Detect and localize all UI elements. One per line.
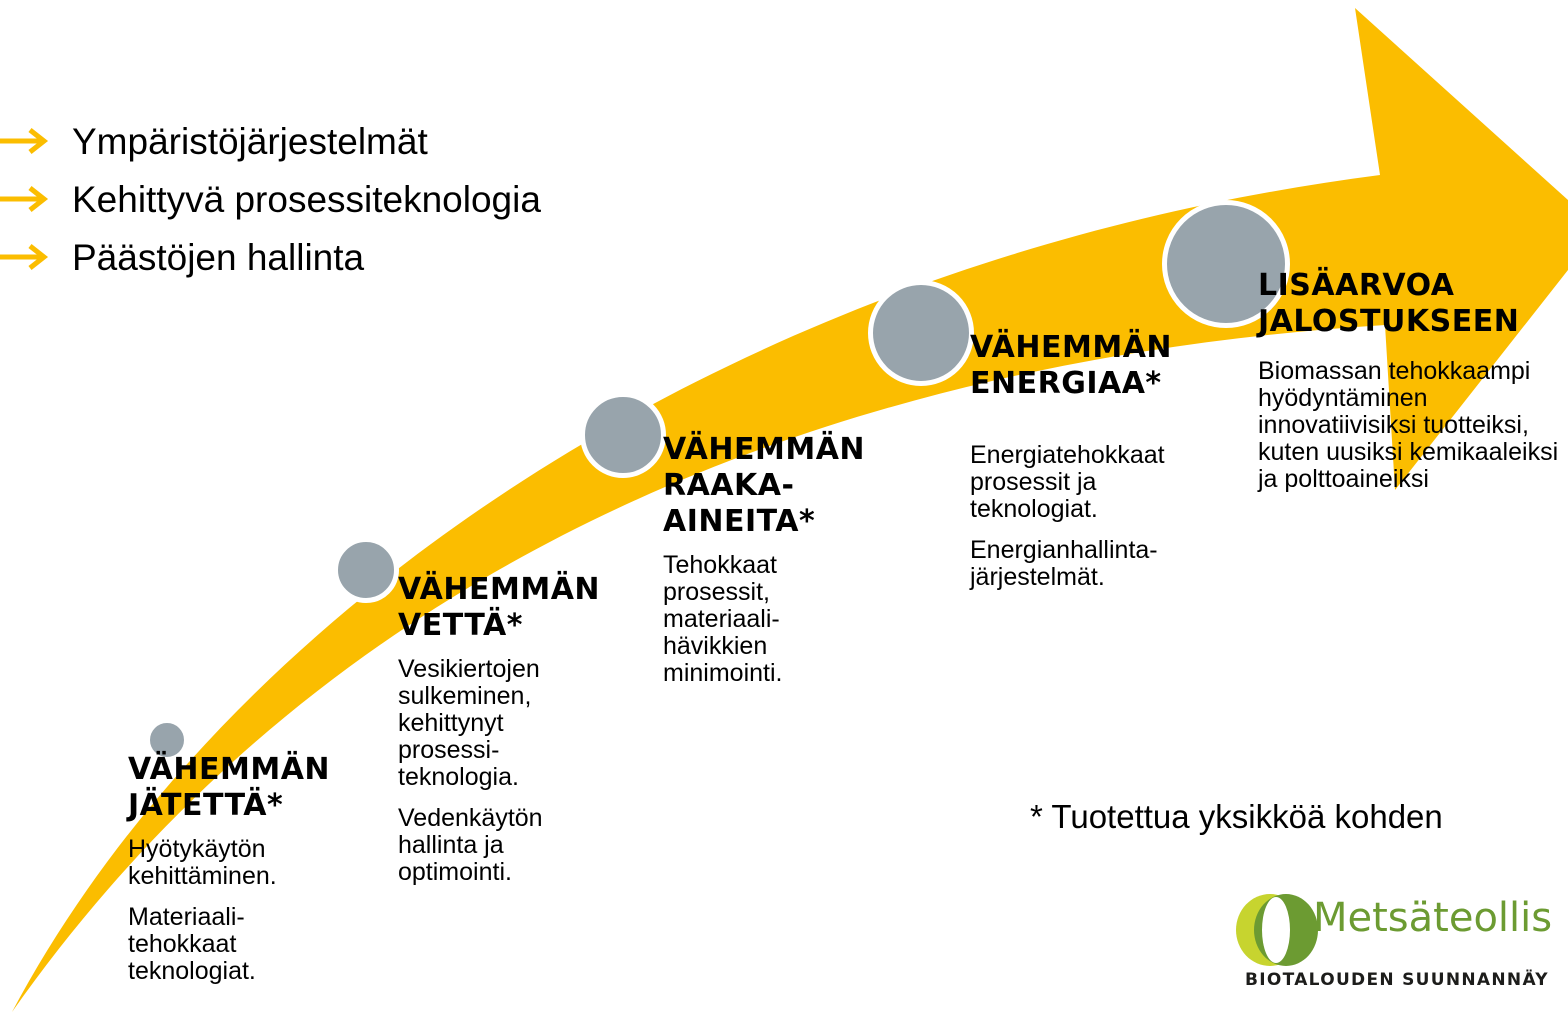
- milestone-dot-3: [580, 392, 666, 478]
- bullet-text: Kehittyvä prosessiteknologia: [72, 178, 541, 220]
- stage-title: VÄHEMMÄN VETTÄ*: [398, 572, 601, 643]
- stage-less-raw-materials: VÄHEMMÄN RAAKA- AINEITA* Tehokkaat prose…: [663, 432, 893, 701]
- milestone-dot-1: [145, 718, 189, 762]
- stage-description: Energiatehokkaat prosessit ja teknologia…: [970, 441, 1165, 591]
- bullet-text: Päästöjen hallinta: [72, 236, 365, 278]
- footnote: * Tuotettua yksikköä kohden: [1030, 798, 1443, 835]
- stage-title: VÄHEMMÄN RAAKA- AINEITA*: [663, 432, 866, 539]
- metsateollisuus-logo-icon: [1236, 894, 1318, 966]
- stage-title: VÄHEMMÄN ENERGIAA*: [970, 330, 1173, 401]
- milestone-dot-5: [1162, 200, 1290, 328]
- stage-title: VÄHEMMÄN JÄTETTÄ*: [128, 752, 331, 823]
- milestone-dot-2: [333, 537, 399, 603]
- arrow-right-icon: [0, 244, 49, 270]
- logo-tagline: BIOTALOUDEN SUUNNANNÄY: [1245, 970, 1549, 990]
- bullet-text: Ympäristöjärjestelmät: [72, 120, 428, 162]
- arrow-right-icon: [0, 186, 49, 212]
- stage-description: Hyötykäytön kehittäminen. Materiaali-teh…: [128, 835, 277, 985]
- milestone-dot-4: [868, 280, 974, 386]
- bullet-list: Ympäristöjärjestelmät Kehittyvä prosessi…: [0, 112, 541, 286]
- stage-title: LISÄARVOA JALOSTUKSEEN: [1258, 268, 1520, 339]
- stage-description: Vesikiertojen sulkeminen, kehittynyt pro…: [398, 655, 543, 886]
- stage-less-energy: VÄHEMMÄN ENERGIAA* Energiatehokkaat pros…: [970, 330, 1200, 605]
- stage-less-water: VÄHEMMÄN VETTÄ* Vesikiertojen sulkeminen…: [398, 572, 628, 900]
- stage-description: Tehokkaat prosessit, materiaali-hävikkie…: [663, 551, 783, 687]
- bullet-item: Kehittyvä prosessiteknologia: [0, 170, 541, 228]
- stage-description: Biomassan tehokkaampi hyödyntäminen inno…: [1258, 357, 1559, 493]
- stage-less-waste: VÄHEMMÄN JÄTETTÄ* Hyötykäytön kehittämin…: [128, 752, 358, 999]
- logo-name: Metsäteollis: [1313, 895, 1553, 941]
- arrow-right-icon: [0, 128, 49, 154]
- bullet-item: Päästöjen hallinta: [0, 228, 541, 286]
- bullet-item: Ympäristöjärjestelmät: [0, 112, 541, 170]
- stage-added-value: LISÄARVOA JALOSTUKSEEN Biomassan tehokka…: [1258, 268, 1558, 507]
